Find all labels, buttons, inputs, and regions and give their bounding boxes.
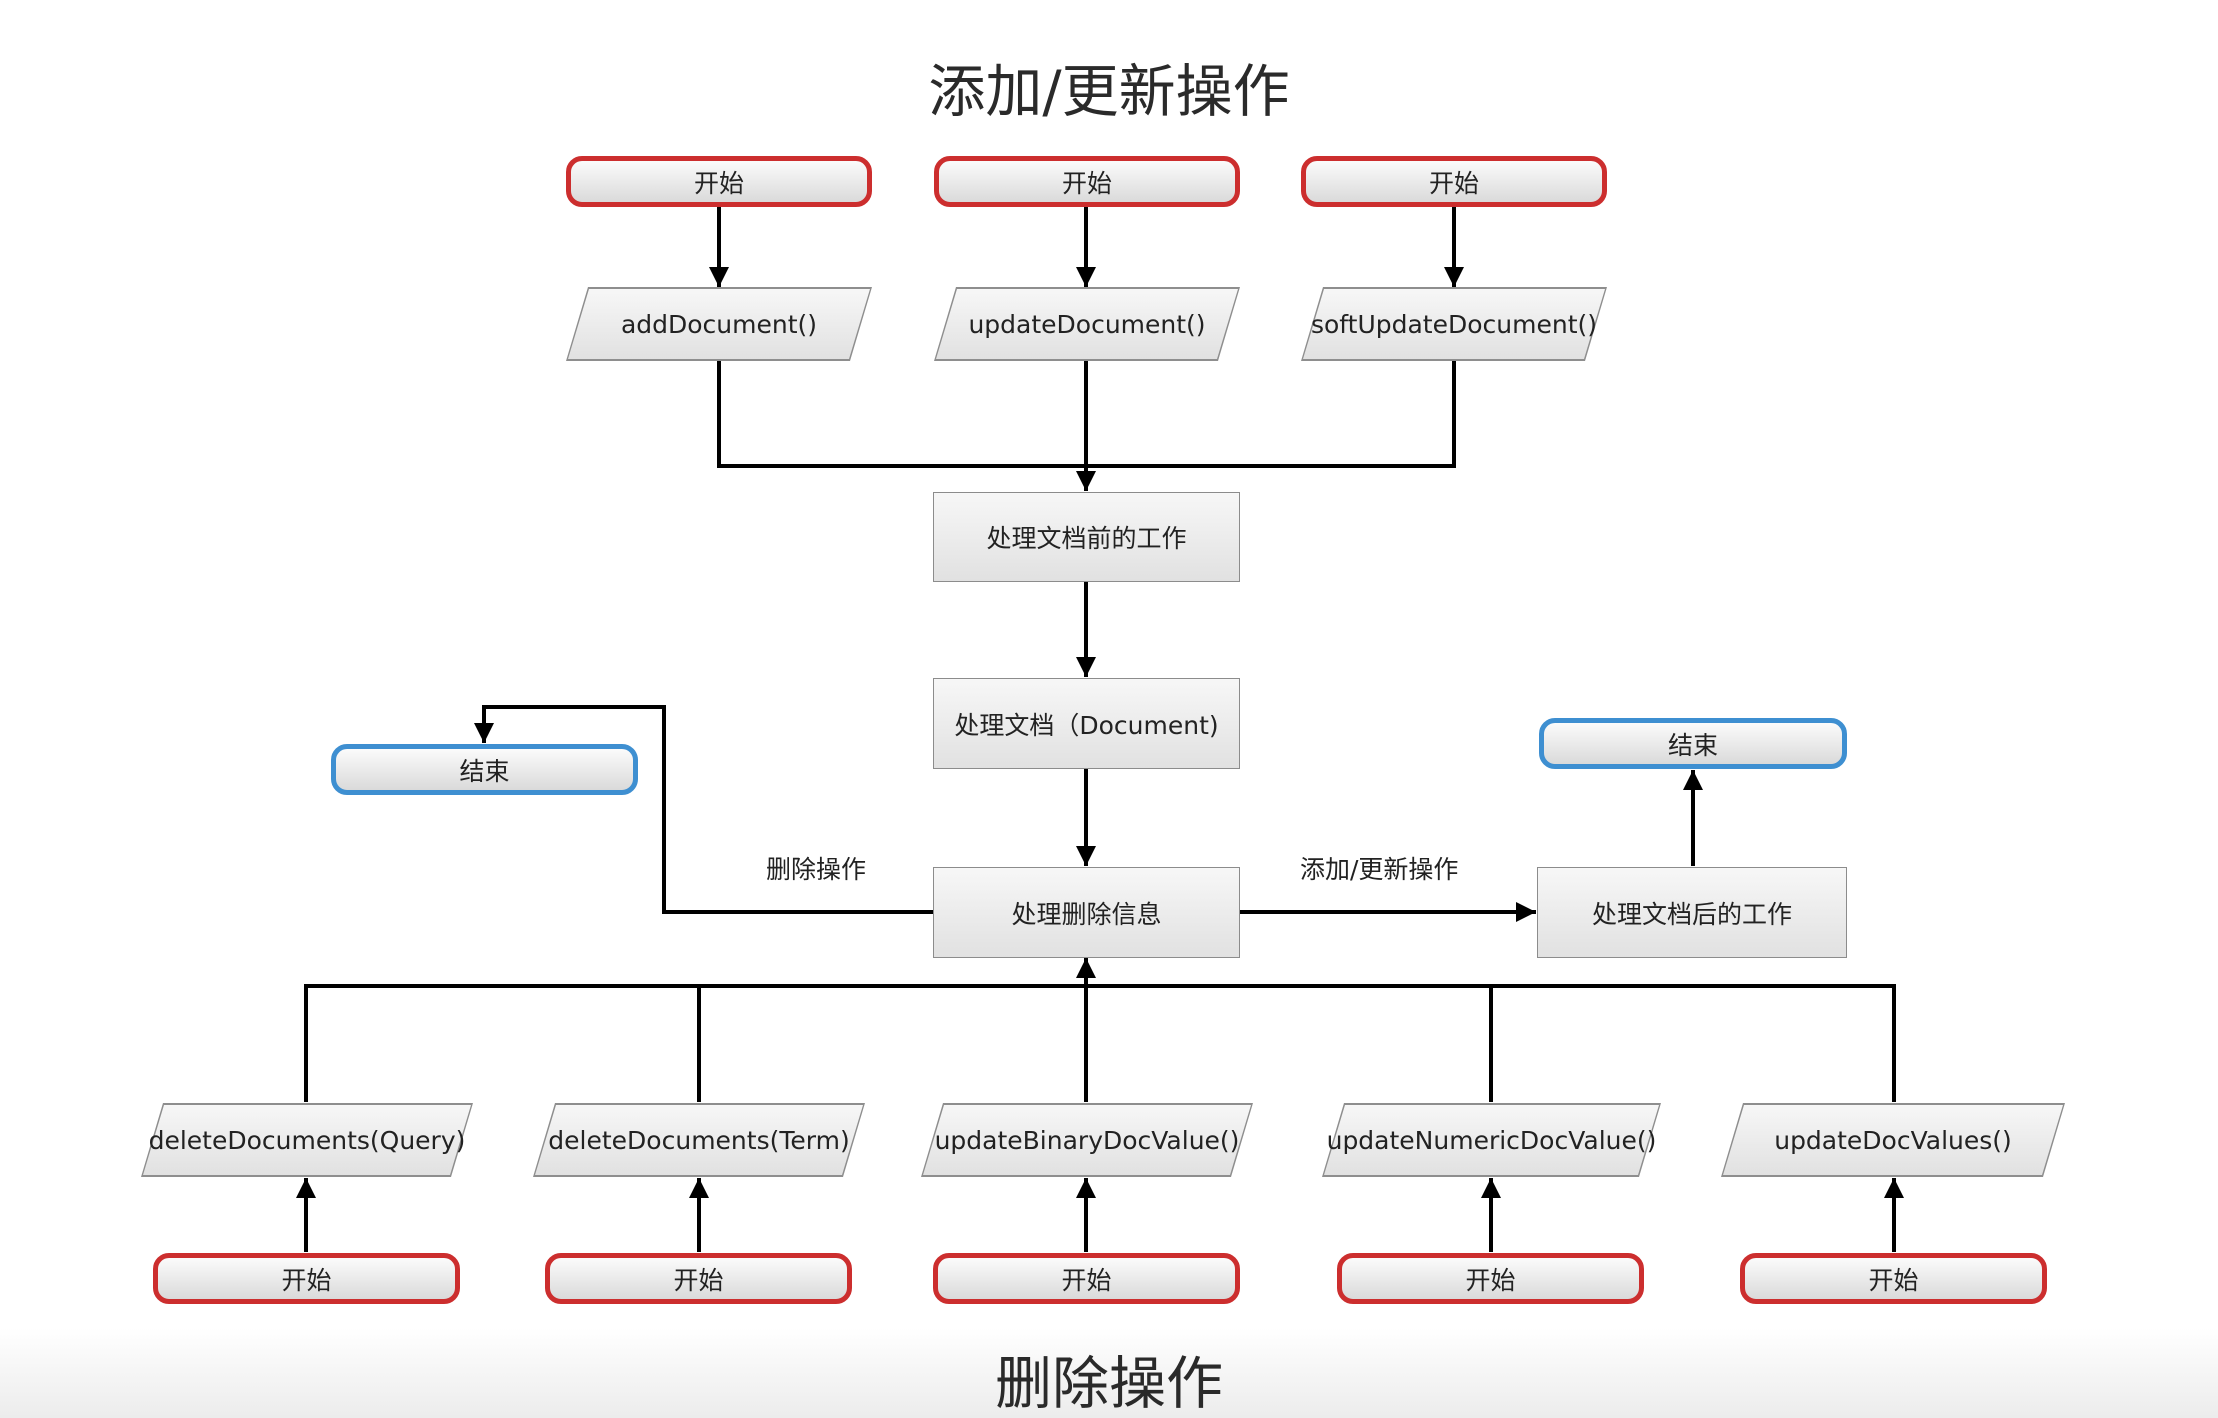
function-label: deleteDocuments(Term) — [548, 1125, 850, 1155]
connector-delete-end — [474, 705, 933, 914]
start-node-term: 开始 — [545, 1253, 852, 1304]
function-delete-documents-term: deleteDocuments(Term) — [533, 1103, 865, 1177]
bottom-shadow — [0, 1328, 2218, 1418]
function-label: updateNumericDocValue() — [1326, 1125, 1657, 1155]
process-document: 处理文档（Document) — [933, 678, 1240, 769]
start-node-softupdate: 开始 — [1301, 156, 1607, 207]
process-delete-info: 处理删除信息 — [933, 867, 1240, 958]
function-label: softUpdateDocument() — [1310, 309, 1598, 339]
section-title-add-update: 添加/更新操作 — [928, 59, 1290, 125]
function-label: updateBinaryDocValue() — [934, 1125, 1240, 1155]
end-node-left: 结束 — [331, 744, 638, 795]
function-add-document: addDocument() — [566, 287, 872, 361]
edge-label-delete: 删除操作 — [766, 855, 867, 884]
function-update-doc-values: updateDocValues() — [1721, 1103, 2065, 1177]
end-node-right: 结束 — [1539, 718, 1847, 769]
function-update-numeric-doc-value: updateNumericDocValue() — [1322, 1103, 1661, 1177]
section-title-delete: 删除操作 — [995, 1351, 1223, 1417]
edge-label-add-update: 添加/更新操作 — [1300, 855, 1459, 884]
connector-softupdate-merge — [1086, 361, 1456, 468]
start-node-query: 开始 — [153, 1253, 460, 1304]
start-node-docvalues: 开始 — [1740, 1253, 2047, 1304]
process-pre-document: 处理文档前的工作 — [933, 492, 1240, 582]
start-node-update: 开始 — [934, 156, 1240, 207]
start-node-binary: 开始 — [933, 1253, 1240, 1304]
function-label: updateDocument() — [968, 309, 1206, 339]
start-node-add: 开始 — [566, 156, 872, 207]
function-label: updateDocValues() — [1774, 1125, 2012, 1155]
function-delete-documents-query: deleteDocuments(Query) — [141, 1103, 473, 1177]
connector-add-merge — [717, 361, 1086, 468]
function-update-binary-doc-value: updateBinaryDocValue() — [921, 1103, 1253, 1177]
function-soft-update-document: softUpdateDocument() — [1301, 287, 1607, 361]
start-node-numeric: 开始 — [1337, 1253, 1644, 1304]
connector-bottom-bus — [304, 984, 1896, 1102]
function-update-document: updateDocument() — [934, 287, 1240, 361]
function-label: addDocument() — [620, 309, 818, 339]
process-post-document: 处理文档后的工作 — [1537, 867, 1847, 958]
function-label: deleteDocuments(Query) — [148, 1125, 466, 1155]
